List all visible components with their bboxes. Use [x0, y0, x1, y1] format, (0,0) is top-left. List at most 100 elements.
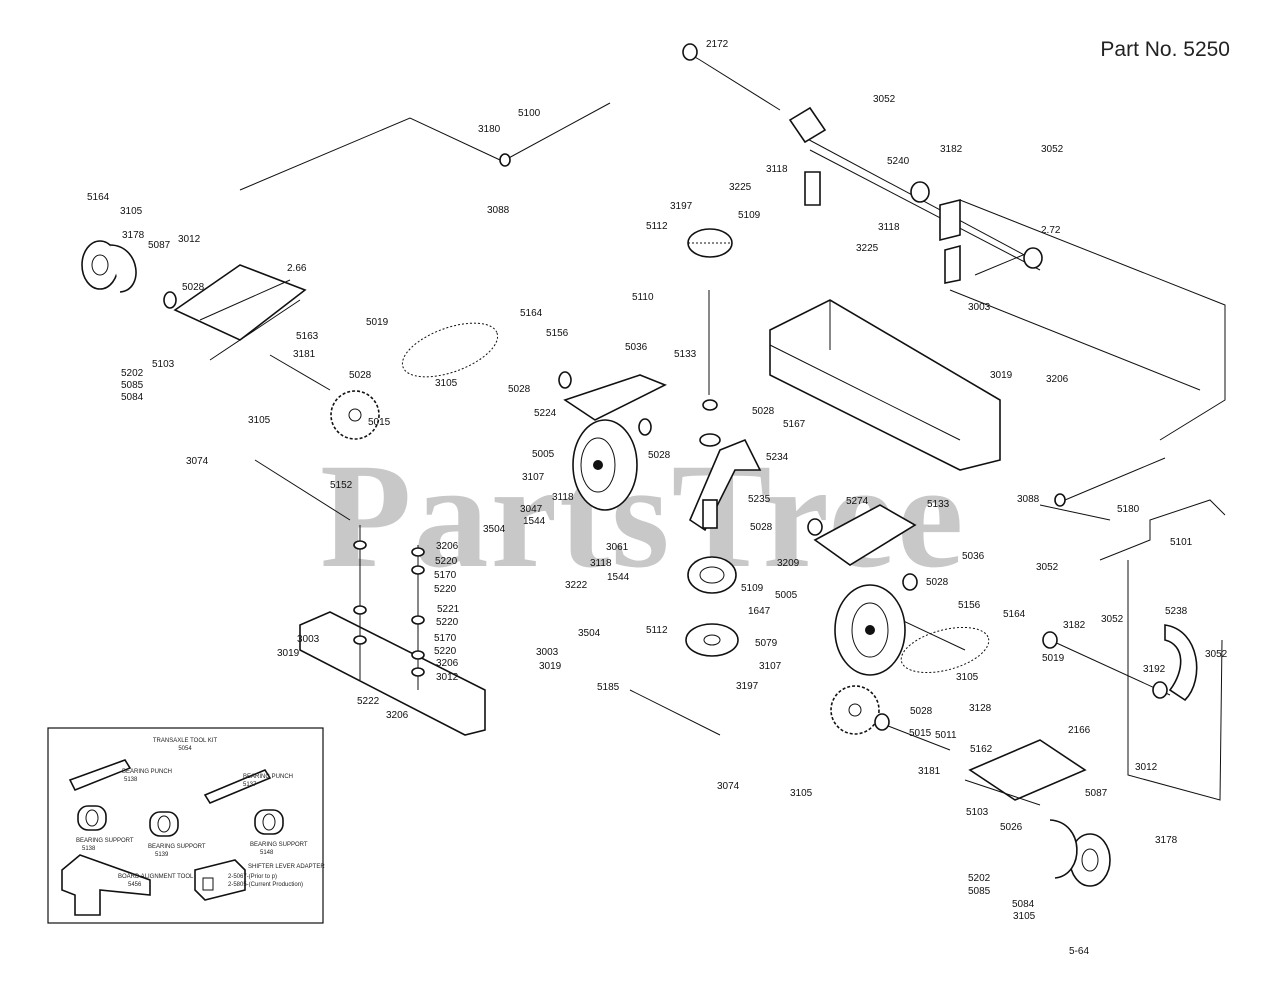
- kit-item-punch-b: BEARING PUNCH: [243, 774, 293, 780]
- part-callout: 3105: [120, 206, 143, 217]
- part-callout: 5109: [741, 583, 764, 594]
- part-callout: 5-64: [1069, 946, 1089, 957]
- part-callout: 3181: [293, 349, 316, 360]
- part-callout: 3504: [578, 628, 601, 639]
- part-callout: 5084: [1012, 899, 1035, 910]
- kit-item-support-b: BEARING SUPPORT: [148, 844, 206, 850]
- part-callout: 5202: [121, 368, 144, 379]
- part-callout: 3088: [487, 205, 510, 216]
- part-callout: 3118: [590, 558, 612, 569]
- kit-item-punch-b-code: 5137: [243, 782, 257, 788]
- part-callout: 3105: [248, 415, 271, 426]
- part-callout: 5087: [1085, 788, 1108, 799]
- part-callout: 3107: [522, 472, 545, 483]
- part-callout: 5028: [648, 450, 671, 461]
- part-callout: 3012: [178, 234, 201, 245]
- part-callout: 5180: [1117, 504, 1140, 515]
- part-callout: 5026: [1000, 822, 1023, 833]
- part-callout: 5036: [962, 551, 985, 562]
- part-callout: 3118: [552, 492, 574, 503]
- part-callout: 3105: [435, 378, 458, 389]
- part-callout: 3003: [297, 634, 320, 645]
- part-callout: 5240: [887, 156, 910, 167]
- part-callout: 3182: [1063, 620, 1086, 631]
- part-callout: 5133: [927, 499, 950, 510]
- part-callout: 5028: [750, 522, 773, 533]
- part-callout: 5274: [846, 496, 869, 507]
- part-callout: 3225: [856, 243, 879, 254]
- part-callout: 5235: [748, 494, 771, 505]
- part-callout: 3052: [1036, 562, 1059, 573]
- part-callout: 5112: [646, 221, 668, 232]
- part-callout: 3047: [520, 504, 543, 515]
- part-callout: 2.72: [1041, 225, 1061, 236]
- part-callout: 5015: [909, 728, 932, 739]
- part-callout: 5036: [625, 342, 648, 353]
- part-callout: 5087: [148, 240, 171, 251]
- part-callout: 2172: [706, 39, 729, 50]
- part-callout: 5011: [935, 730, 957, 741]
- part-callout: 3206: [436, 541, 459, 552]
- part-callout: 3061: [606, 542, 629, 553]
- part-callout: 3052: [873, 94, 896, 105]
- kit-item-punch-a-code: 5138: [124, 777, 138, 783]
- part-callout: 5163: [296, 331, 319, 342]
- part-callout: 1544: [523, 516, 546, 527]
- part-callout: 3105: [790, 788, 813, 799]
- kit-item-adapter: SHIFTER LEVER ADAPTER: [248, 864, 325, 870]
- part-callout: 3088: [1017, 494, 1040, 505]
- part-callout: 5101: [1170, 537, 1193, 548]
- part-callout: 3197: [670, 201, 693, 212]
- part-callout: 5164: [1003, 609, 1026, 620]
- part-callout: 3504: [483, 524, 506, 535]
- part-callout: 5079: [755, 638, 778, 649]
- part-callout: 3074: [186, 456, 209, 467]
- part-callout: 5162: [970, 744, 993, 755]
- tool-kit-inset: TRANSAXLE TOOL KIT 5054 BEARING PUNCH 51…: [47, 727, 325, 924]
- part-callout: 3003: [536, 647, 559, 658]
- part-callout: 3178: [1155, 835, 1178, 846]
- part-callout: 3206: [1046, 374, 1069, 385]
- kit-note-1: 2-5067-(Prior to p): [228, 874, 277, 880]
- kit-item-support-b-code: 5139: [155, 852, 169, 858]
- part-callout: 5015: [368, 417, 391, 428]
- part-callout: 5100: [518, 108, 541, 119]
- part-callout: 5152: [330, 480, 353, 491]
- part-callout: 3052: [1205, 649, 1228, 660]
- kit-item-punch-a: BEARING PUNCH: [122, 769, 172, 775]
- kit-item-alignment: BOARD ALIGNMENT TOOL: [118, 874, 194, 880]
- part-callout: 3180: [478, 124, 501, 135]
- part-callout: 3105: [1013, 911, 1036, 922]
- part-callout: 3052: [1101, 614, 1124, 625]
- part-callout: 2166: [1068, 725, 1091, 736]
- part-callout: 5164: [520, 308, 543, 319]
- round-parts: [81, 43, 1168, 887]
- part-callout: 3052: [1041, 144, 1064, 155]
- part-callout: 3206: [436, 658, 459, 669]
- part-callout: 5005: [532, 449, 555, 460]
- part-callout: 5221: [437, 604, 460, 615]
- part-callout: 5028: [910, 706, 933, 717]
- part-callout: 5103: [966, 807, 989, 818]
- part-callout: 5164: [87, 192, 110, 203]
- page-title: Part No. 5250: [1100, 38, 1230, 61]
- part-callout: 3206: [386, 710, 409, 721]
- part-callout: 5028: [926, 577, 949, 588]
- part-callout: 3019: [539, 661, 562, 672]
- part-callout: 3012: [1135, 762, 1158, 773]
- part-callout: 5222: [357, 696, 380, 707]
- kit-item-support-c: BEARING SUPPORT: [250, 842, 308, 848]
- part-callout: 5220: [434, 584, 457, 595]
- part-callout: 5234: [766, 452, 789, 463]
- part-callout: 5085: [121, 380, 144, 391]
- kit-note-2: 2-5805-(Current Production): [228, 882, 303, 888]
- part-callout: 5019: [1042, 653, 1065, 664]
- part-callout: 5224: [534, 408, 557, 419]
- kit-item-support-a-code: 5138: [82, 846, 96, 852]
- part-callout: 3178: [122, 230, 145, 241]
- frame-lines: [173, 51, 1226, 806]
- part-callout: 5202: [968, 873, 991, 884]
- part-callout: 5167: [783, 419, 806, 430]
